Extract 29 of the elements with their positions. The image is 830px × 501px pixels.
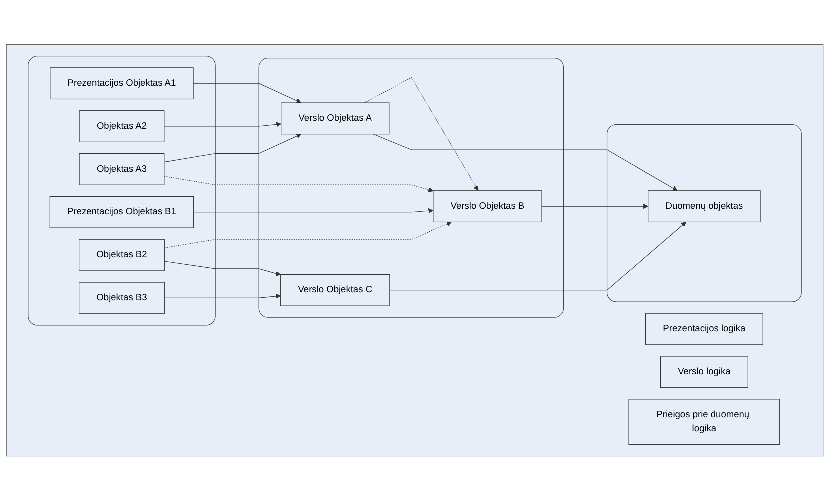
node-box: Objektas B2 <box>79 239 165 272</box>
node-box: Verslo Objektas B <box>433 190 542 222</box>
cluster <box>606 124 802 302</box>
cluster <box>258 58 564 318</box>
node-box: Verslo Objektas A <box>281 102 390 135</box>
node-box: Objektas A3 <box>79 153 165 186</box>
arrow <box>373 134 678 192</box>
arrow <box>390 222 687 291</box>
arrow <box>364 77 479 192</box>
arrow <box>164 294 282 299</box>
arrow <box>164 122 282 128</box>
node-box: Prezentacijos Objektas A1 <box>50 68 194 100</box>
arrow <box>164 176 434 192</box>
cluster <box>28 56 216 326</box>
arrow <box>193 83 302 104</box>
node-box: Verslo logika <box>660 356 748 388</box>
arrow <box>542 204 649 210</box>
cluster <box>6 44 824 457</box>
node-box: Prieigos prie duomenų logika <box>628 399 780 445</box>
node-box: Prezentacijos logika <box>645 313 764 346</box>
node-box: Objektas A2 <box>79 110 165 142</box>
arrow <box>164 261 282 276</box>
arrow <box>194 208 434 214</box>
arrow <box>164 134 302 163</box>
node-box: Duomenų objektas <box>648 190 761 222</box>
node-box: Objektas B3 <box>79 282 165 314</box>
arrow <box>164 222 452 248</box>
node-box: Verslo Objektas C <box>280 274 390 306</box>
node-box: Prezentacijos Objektas B1 <box>50 196 194 228</box>
